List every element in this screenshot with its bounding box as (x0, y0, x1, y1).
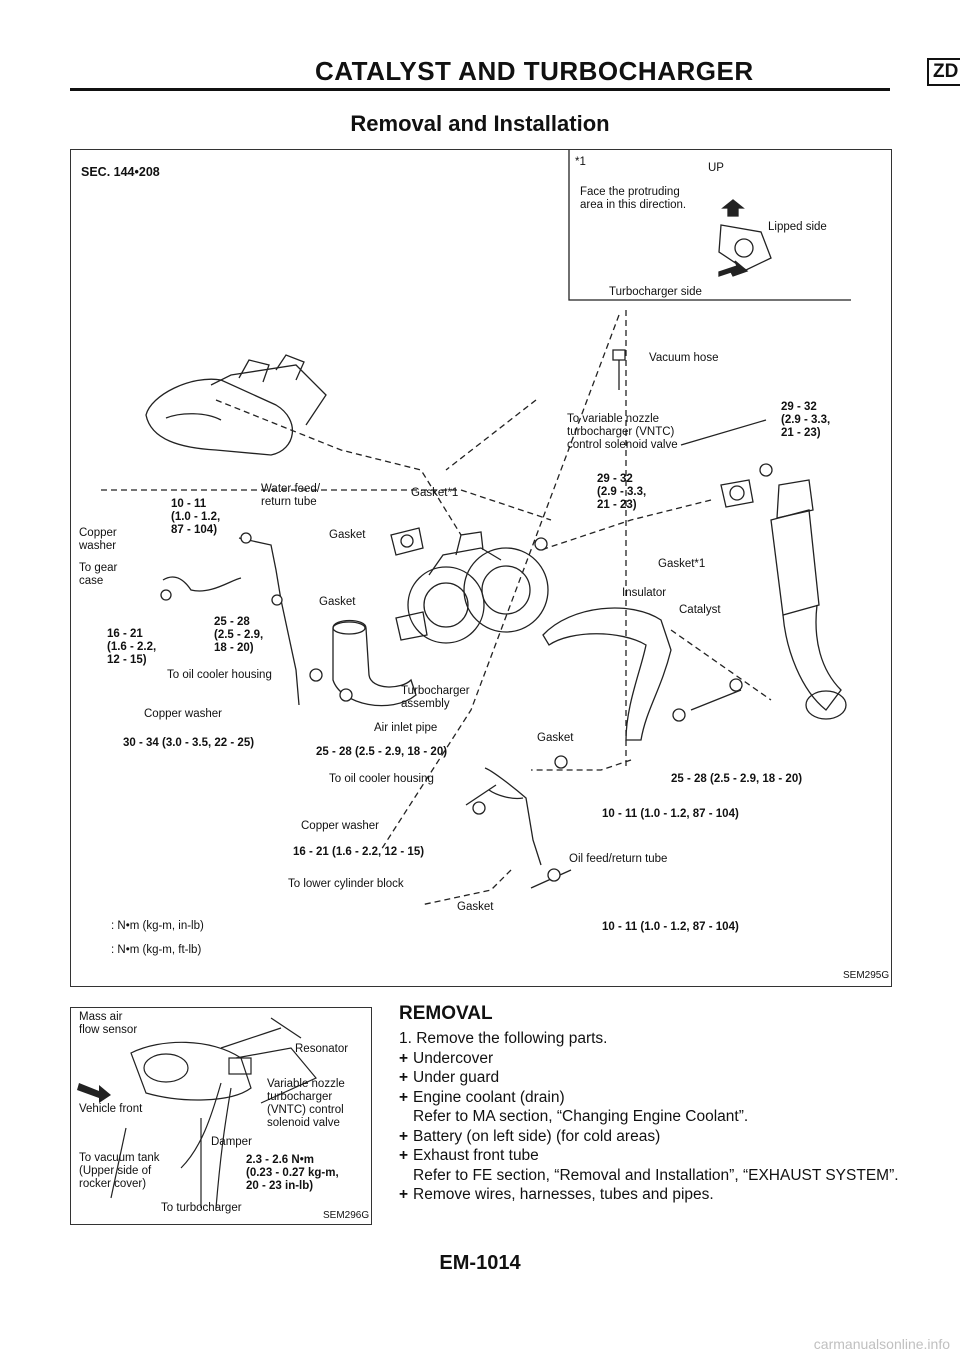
damper-label: Damper (211, 1136, 252, 1148)
figure-code: SEM295G (843, 970, 890, 981)
list-item: +Remove wires, harnesses, tubes and pipe… (399, 1186, 714, 1203)
exploded-diagram: SEC. 144•208 *1 UP Face the protruding a… (70, 149, 892, 987)
copper-washer-left: Copper washer (79, 527, 117, 552)
torque-25-right: 25 - 28 (2.5 - 2.9, 18 - 20) (671, 773, 803, 785)
copper-washer-low: Copper washer (301, 820, 379, 832)
diagram-drawing (101, 150, 851, 906)
vntc-torque: 2.3 - 2.6 N•m (0.23 - 0.27 kg-m, 20 - 23… (246, 1154, 339, 1192)
resonator-label: Resonator (295, 1043, 349, 1055)
gasket-a-label: Gasket (329, 529, 366, 541)
removal-list: +Undercover +Under guard +Engine coolant… (399, 1049, 899, 1205)
section-title: CATALYST AND TURBOCHARGER (315, 56, 754, 86)
vntc-diagram: Mass air flow sensor Resonator Vehicle f… (70, 1007, 372, 1225)
vacuum-tank-label: To vacuum tank (Upper side of rocker cov… (79, 1152, 160, 1190)
torque-25-left: 25 - 28 (2.5 - 2.9, 18 - 20) (214, 616, 264, 654)
vntc2-label: Variable nozzle turbocharger (VNTC) cont… (267, 1078, 345, 1129)
removal-step-1: 1. Remove the following parts. (399, 1030, 608, 1047)
torque-10-low: 10 - 11 (1.0 - 1.2, 87 - 104) (602, 921, 739, 933)
turbo-assembly-label: Turbocharger assembly (401, 685, 470, 710)
watermark: carmanualsonline.info (813, 1336, 950, 1352)
vacuum-hose-label: Vacuum hose (649, 352, 719, 364)
removal-heading: REMOVAL (399, 1003, 493, 1024)
maf-label: Mass air flow sensor (79, 1011, 138, 1036)
page-number: EM-1014 (439, 1252, 521, 1274)
to-oil-cooler-2: To oil cooler housing (329, 773, 434, 785)
gasket-c-label: Gasket (537, 732, 574, 744)
vntc-label: To variable nozzle turbocharger (VNTC) c… (567, 413, 678, 451)
header-rule (70, 88, 890, 91)
gasket-star1-b-label: Gasket*1 (658, 558, 706, 570)
to-lower-block: To lower cylinder block (288, 878, 404, 890)
to-oil-cooler-1: To oil cooler housing (167, 669, 272, 681)
inset-up-label: UP (708, 162, 724, 174)
vntc-drawing (77, 1017, 317, 1209)
removal-section: REMOVAL 1. Remove the following parts. +… (399, 1003, 899, 1205)
list-item: +Engine coolant (drain)Refer to MA secti… (399, 1088, 749, 1126)
oil-tube-label: Oil feed/return tube (569, 853, 668, 865)
gasket-d-label: Gasket (457, 901, 494, 913)
inset-face-label: Face the protruding area in this directi… (580, 186, 687, 211)
inset-note-mark: *1 (575, 156, 586, 168)
to-gear-case: To gear case (79, 562, 118, 587)
vehicle-front-label: Vehicle front (79, 1103, 143, 1115)
catalyst-label: Catalyst (679, 604, 721, 616)
list-item: +Undercover (399, 1049, 494, 1067)
torque-16-low: 16 - 21 (1.6 - 2.2, 12 - 15) (293, 846, 425, 858)
engine-badge: ZD (927, 58, 960, 86)
inset-lipped-label: Lipped side (768, 221, 827, 233)
list-item: +Battery (on left side) (for cold areas) (399, 1127, 661, 1145)
insulator-label: Insulator (622, 587, 667, 599)
list-item: +Under guard (399, 1069, 500, 1086)
page-header: CATALYST AND TURBOCHARGER ZD (70, 56, 960, 91)
water-tube-label: Water feed/ return tube (261, 483, 321, 508)
inset-turbo-side-label: Turbocharger side (609, 286, 702, 298)
gasket-b-label: Gasket (319, 596, 356, 608)
torque-29-b: 29 - 32 (2.9 - 3.3, 21 - 23) (597, 473, 647, 511)
torque-30: 30 - 34 (3.0 - 3.5, 22 - 25) (123, 737, 255, 749)
air-inlet-label: Air inlet pipe (374, 722, 438, 734)
figure-code-2: SEM296G (323, 1210, 370, 1221)
page-title: Removal and Installation (350, 111, 610, 136)
torque-16-left: 16 - 21 (1.6 - 2.2, 12 - 15) (107, 628, 157, 666)
to-turbo-label: To turbocharger (161, 1202, 242, 1214)
torque-29-a: 29 - 32 (2.9 - 3.3, 21 - 23) (781, 401, 831, 439)
gasket-star1-label: Gasket*1 (411, 487, 459, 499)
copper-washer-mid: Copper washer (144, 708, 222, 720)
section-ref: SEC. 144•208 (81, 165, 160, 179)
torque-10-top: 10 - 11 (1.0 - 1.2, 87 - 104) (171, 498, 221, 536)
torque-10-mid: 10 - 11 (1.0 - 1.2, 87 - 104) (602, 808, 739, 820)
legend-inlb: : N•m (kg-m, in-lb) (111, 920, 204, 932)
legend-ftlb: : N•m (kg-m, ft-lb) (111, 944, 202, 956)
torque-25-mid: 25 - 28 (2.5 - 2.9, 18 - 20) (316, 746, 448, 758)
